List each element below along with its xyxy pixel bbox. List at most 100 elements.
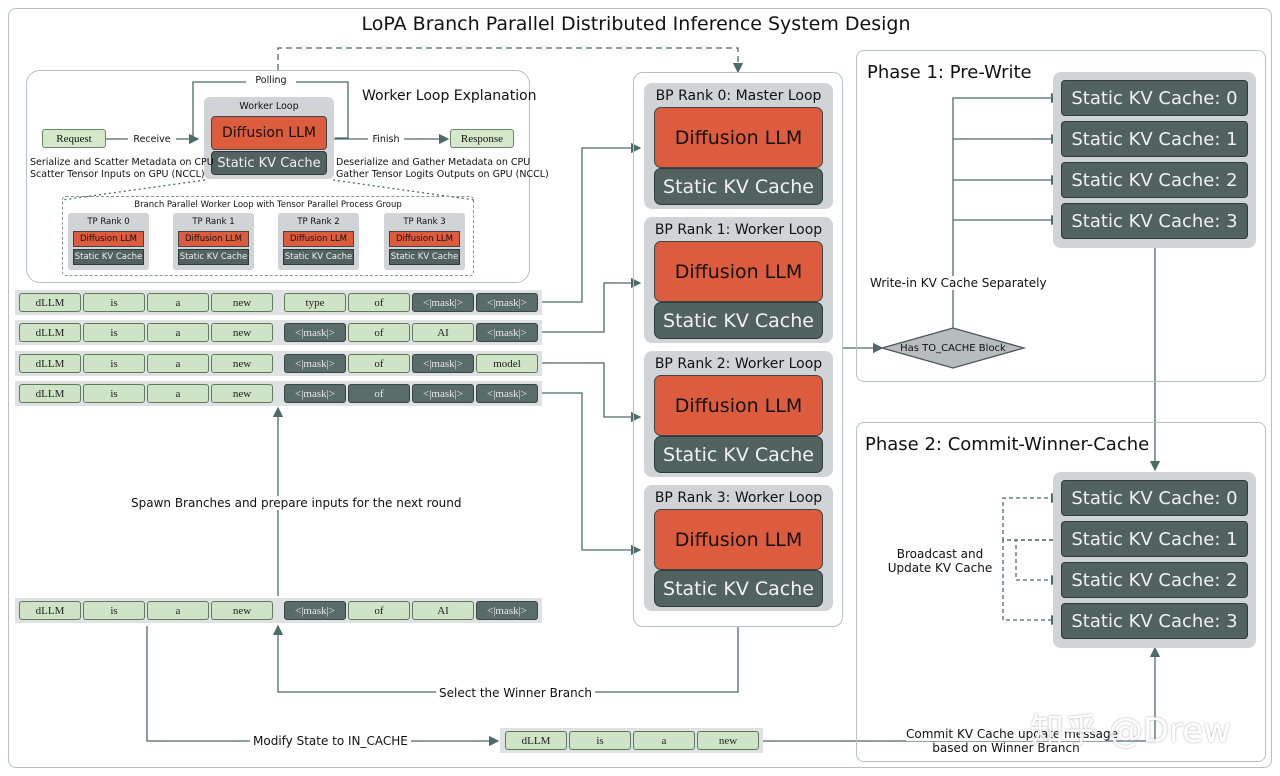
- left-note-2: Scatter Tensor Inputs on GPU (NCCL): [30, 169, 205, 180]
- tp-rank-2-kv: Static KV Cache: [283, 249, 354, 265]
- spawn-label: Spawn Branches and prepare inputs for th…: [129, 496, 464, 510]
- mask-token: <|mask|>: [412, 354, 474, 373]
- token: dLLM: [19, 601, 81, 620]
- bp-rank-1-llm: Diffusion LLM: [654, 241, 823, 302]
- token: model: [476, 354, 538, 373]
- request-node: Request: [42, 129, 106, 148]
- tp-rank-1-name: TP Rank 1: [192, 217, 235, 227]
- mask-token: <|mask|>: [284, 354, 346, 373]
- worker-diffusion-llm: Diffusion LLM: [211, 116, 327, 150]
- polling-label: Polling: [246, 75, 296, 87]
- finish-label: Finish: [368, 134, 404, 146]
- select-winner-label: Select the Winner Branch: [436, 686, 595, 700]
- tp-rank-0-kv: Static KV Cache: [73, 249, 144, 265]
- mask-token: <|mask|>: [476, 384, 538, 403]
- token: is: [83, 601, 145, 620]
- diagram-title: LoPA Branch Parallel Distributed Inferen…: [361, 13, 911, 35]
- watermark: 知乎 @Drew: [1030, 711, 1231, 751]
- phase2-cache-1: Static KV Cache: 1: [1061, 521, 1248, 557]
- token: new: [211, 293, 273, 312]
- token: type: [284, 293, 346, 312]
- token: is: [83, 323, 145, 342]
- decision-label: Has TO_CACHE Block: [900, 343, 1006, 354]
- broadcast-label-1: Broadcast and: [896, 547, 984, 561]
- bp-rank-2-title: BP Rank 2: Worker Loop: [654, 356, 823, 372]
- token: a: [147, 601, 209, 620]
- mask-token: <|mask|>: [412, 293, 474, 312]
- bp-rank-2-kv: Static KV Cache: [654, 436, 823, 473]
- token: is: [83, 384, 145, 403]
- tp-rank-2-llm: Diffusion LLM: [283, 231, 354, 247]
- worker-static-kv: Static KV Cache: [211, 151, 327, 175]
- mask-token: <|mask|>: [284, 323, 346, 342]
- token: of: [348, 601, 410, 620]
- token: of: [348, 323, 410, 342]
- token: dLLM: [19, 354, 81, 373]
- phase2-cache-0: Static KV Cache: 0: [1061, 480, 1248, 516]
- receive-label: Receive: [128, 134, 176, 146]
- phase1-box: [856, 50, 1266, 382]
- bp-rank-0-title: BP Rank 0: Master Loop: [655, 88, 822, 104]
- phase2-title: Phase 2: Commit-Winner-Cache: [865, 434, 1150, 455]
- phase2-cache-3: Static KV Cache: 3: [1061, 603, 1248, 639]
- token: a: [633, 731, 695, 750]
- token: is: [83, 354, 145, 373]
- token: AI: [412, 601, 474, 620]
- token: a: [147, 384, 209, 403]
- token: new: [211, 601, 273, 620]
- bp-rank-3-llm: Diffusion LLM: [654, 509, 823, 570]
- cache-row: dLLM is a new: [500, 728, 763, 753]
- token: new: [697, 731, 759, 750]
- tp-rank-3-kv: Static KV Cache: [389, 249, 460, 265]
- bp-rank-1-kv: Static KV Cache: [654, 302, 823, 339]
- bp-rank-1-title: BP Rank 1: Worker Loop: [654, 222, 823, 238]
- branch-row-2: dLLM is a new <|mask|> of <|mask|> model: [15, 351, 542, 376]
- modify-state-label: Modify State to IN_CACHE: [250, 734, 411, 748]
- mask-token: <|mask|>: [412, 384, 474, 403]
- token: new: [211, 354, 273, 373]
- bp-rank-3-kv: Static KV Cache: [654, 570, 823, 607]
- tp-rank-3-llm: Diffusion LLM: [389, 231, 460, 247]
- broadcast-label-2: Update KV Cache: [887, 561, 993, 575]
- worker-loop-explanation-box: [26, 70, 530, 283]
- tp-rank-3-name: TP Rank 3: [403, 217, 446, 227]
- mask-token: of: [348, 384, 410, 403]
- token: dLLM: [19, 384, 81, 403]
- write-in-label: Write-in KV Cache Separately: [868, 276, 1049, 290]
- phase1-title: Phase 1: Pre-Write: [867, 62, 1032, 83]
- right-note-2: Gather Tensor Logits Outputs on GPU (NCC…: [336, 169, 549, 180]
- token: a: [147, 293, 209, 312]
- bp-rank-0-kv: Static KV Cache: [654, 168, 823, 205]
- tp-rank-1-kv: Static KV Cache: [178, 249, 249, 265]
- tp-group-box: [62, 196, 474, 276]
- commit-label-1: Commit KV Cache update message: [906, 727, 1119, 741]
- token: dLLM: [19, 323, 81, 342]
- branch-row-1: dLLM is a new <|mask|> of AI <|mask|>: [15, 320, 542, 345]
- mask-token: <|mask|>: [476, 293, 538, 312]
- mask-token: <|mask|>: [476, 601, 538, 620]
- mask-token: <|mask|>: [284, 601, 346, 620]
- phase1-cache-3: Static KV Cache: 3: [1061, 203, 1248, 239]
- bp-rank-2-llm: Diffusion LLM: [654, 375, 823, 436]
- token: of: [348, 354, 410, 373]
- mask-token: <|mask|>: [284, 384, 346, 403]
- token: a: [147, 354, 209, 373]
- mask-token: <|mask|>: [476, 323, 538, 342]
- token: a: [147, 323, 209, 342]
- phase2-cache-2: Static KV Cache: 2: [1061, 562, 1248, 598]
- token: dLLM: [505, 731, 567, 750]
- branch-row-3: dLLM is a new <|mask|> of <|mask|> <|mas…: [15, 381, 542, 406]
- base-row: dLLM is a new <|mask|> of AI <|mask|>: [15, 598, 542, 623]
- tp-rank-0-llm: Diffusion LLM: [73, 231, 144, 247]
- phase2-box: [856, 422, 1266, 762]
- token: AI: [412, 323, 474, 342]
- token: dLLM: [19, 293, 81, 312]
- worker-box-title: Worker Loop Explanation: [362, 88, 537, 104]
- phase1-cache-0: Static KV Cache: 0: [1061, 80, 1248, 116]
- token: is: [569, 731, 631, 750]
- token: of: [348, 293, 410, 312]
- tp-rank-2-name: TP Rank 2: [297, 217, 340, 227]
- branch-row-0: dLLM is a new type of <|mask|> <|mask|>: [15, 290, 542, 315]
- bp-rank-stack: [633, 72, 843, 627]
